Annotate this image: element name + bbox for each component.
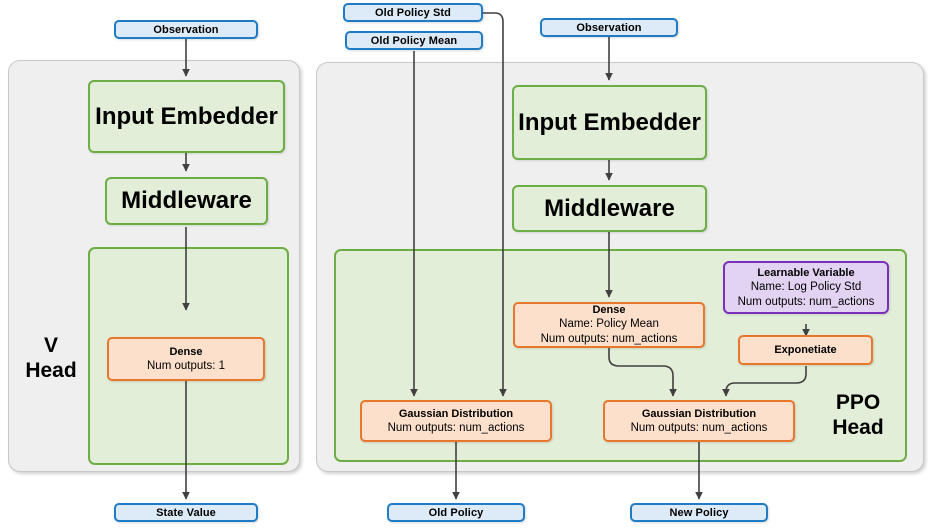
old-policy-mean-input[interactable]: Old Policy Mean — [345, 31, 483, 50]
gaussian-new-num-outputs: Num outputs: num_actions — [630, 421, 768, 434]
gaussian-old-num-outputs: Num outputs: num_actions — [387, 421, 525, 434]
ppo-middleware-node[interactable]: Middleware — [512, 185, 707, 232]
ppo-dense-title: Dense — [592, 304, 626, 316]
v-dense-num-outputs: Num outputs: 1 — [147, 359, 225, 372]
v-dense-title: Dense — [169, 345, 203, 358]
v-middleware-label: Middleware — [121, 187, 252, 214]
v-input-embedder-node[interactable]: Input Embedder — [88, 80, 285, 153]
ppo-head-title-line1: PPO — [835, 391, 881, 414]
ppo-observation-label: Observation — [576, 21, 642, 34]
ppo-observation-input[interactable]: Observation — [540, 18, 678, 37]
new-policy-output-label: New Policy — [669, 506, 729, 519]
old-policy-std-label: Old Policy Std — [375, 6, 451, 19]
v-middleware-node[interactable]: Middleware — [105, 177, 268, 225]
old-policy-std-input[interactable]: Old Policy Std — [343, 3, 483, 22]
ppo-dense-policy-mean-node[interactable]: Dense Name: Policy Mean Num outputs: num… — [513, 302, 705, 348]
v-observation-label: Observation — [153, 23, 219, 36]
old-policy-mean-label: Old Policy Mean — [370, 34, 458, 47]
gaussian-distribution-old-node[interactable]: Gaussian Distribution Num outputs: num_a… — [360, 400, 552, 442]
ppo-head-title-line2: Head — [832, 416, 884, 439]
learnable-variable-node[interactable]: Learnable Variable Name: Log Policy Std … — [723, 261, 889, 314]
ppo-dense-num-outputs: Num outputs: num_actions — [540, 333, 678, 345]
v-head-title-line1: V — [43, 334, 58, 357]
v-dense-node[interactable]: Dense Num outputs: 1 — [107, 337, 265, 381]
learnable-variable-num-outputs: Num outputs: num_actions — [737, 295, 875, 308]
state-value-output[interactable]: State Value — [114, 503, 258, 522]
old-policy-output-label: Old Policy — [428, 506, 484, 519]
old-policy-output[interactable]: Old Policy — [387, 503, 525, 522]
v-head-title: V Head — [18, 333, 84, 383]
v-input-embedder-label: Input Embedder — [95, 102, 278, 130]
gaussian-distribution-new-node[interactable]: Gaussian Distribution Num outputs: num_a… — [603, 400, 795, 442]
v-observation-input[interactable]: Observation — [114, 20, 258, 39]
v-head-title-line2: Head — [25, 359, 77, 382]
learnable-variable-title: Learnable Variable — [757, 266, 855, 279]
exponetiate-node[interactable]: Exponetiate — [738, 335, 873, 365]
new-policy-output[interactable]: New Policy — [630, 503, 768, 522]
state-value-label: State Value — [156, 506, 216, 519]
ppo-input-embedder-node[interactable]: Input Embedder — [512, 85, 707, 160]
ppo-input-embedder-label: Input Embedder — [518, 108, 701, 136]
gaussian-new-title: Gaussian Distribution — [641, 407, 757, 420]
gaussian-old-title: Gaussian Distribution — [398, 407, 514, 420]
ppo-dense-name: Name: Policy Mean — [559, 318, 659, 330]
ppo-head-title: PPO Head — [818, 390, 898, 440]
exponetiate-label: Exponetiate — [774, 344, 837, 356]
learnable-variable-name: Name: Log Policy Std — [750, 280, 862, 293]
ppo-middleware-label: Middleware — [544, 194, 675, 222]
